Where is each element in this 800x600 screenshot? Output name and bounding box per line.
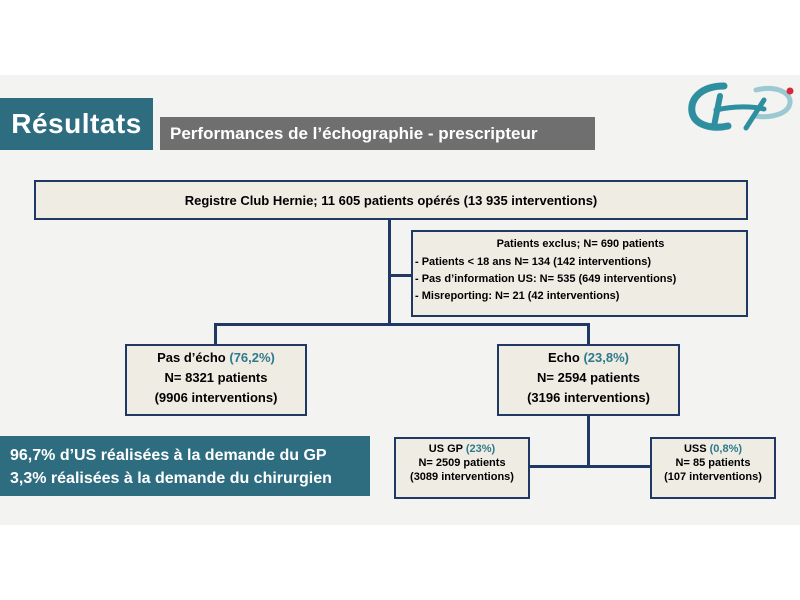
- echo-heading: Echo (23,8%): [499, 350, 678, 365]
- box-patients-exclus: Patients exclus; N= 690 patients - Patie…: [411, 230, 748, 317]
- uss-label: USS: [683, 443, 707, 455]
- connector-split-us: [530, 465, 650, 468]
- uss-heading: USS (0,8%): [652, 443, 774, 455]
- exclus-row: - Pas d’information US: N= 535 (649 inte…: [415, 273, 677, 285]
- connector-exclus-branch: [388, 274, 411, 277]
- registre-text: Registre Club Hernie; 11 605 patients op…: [184, 192, 598, 208]
- connector-pas-echo: [214, 323, 217, 344]
- connector-main-vertical: [388, 220, 391, 325]
- us-gp-pct: (23%): [465, 443, 496, 455]
- box-echo: Echo (23,8%) N= 2594 patients (3196 inte…: [497, 344, 680, 416]
- pas-echo-pct: (76,2%): [229, 350, 275, 365]
- box-pas-echo: Pas d’écho (76,2%) N= 8321 patients (990…: [125, 344, 307, 416]
- page-subtitle: Performances de l’échographie - prescrip…: [160, 117, 595, 150]
- echo-pct: (23,8%): [583, 350, 629, 365]
- box-uss: USS (0,8%) N= 85 patients (107 intervent…: [650, 437, 776, 499]
- callout-line-gp: 96,7% d’US réalisées à la demande du GP: [10, 447, 327, 464]
- connector-echo-down: [587, 416, 590, 467]
- us-gp-label: US GP: [428, 443, 463, 455]
- box-registre: Registre Club Hernie; 11 605 patients op…: [34, 180, 748, 220]
- connector-split-horizontal: [214, 323, 590, 326]
- exclus-row: - Misreporting: N= 21 (42 interventions): [415, 290, 620, 302]
- pas-echo-patients: N= 8321 patients: [164, 370, 268, 385]
- us-gp-interventions: (3089 interventions): [410, 471, 514, 483]
- callout-line-chirurgien: 3,3% réalisées à la demande du chirurgie…: [10, 470, 332, 487]
- uss-patients: N= 85 patients: [675, 457, 751, 469]
- exclus-row: - Patients < 18 ans N= 134 (142 interven…: [415, 256, 651, 268]
- summary-callout: 96,7% d’US réalisées à la demande du GP …: [0, 436, 370, 496]
- echo-label: Echo: [548, 350, 580, 365]
- echo-interventions: (3196 interventions): [527, 390, 650, 405]
- exclus-title: Patients exclus; N= 690 patients: [496, 238, 665, 250]
- pas-echo-heading: Pas d’écho (76,2%): [127, 350, 305, 365]
- ch-logo-icon: [688, 82, 794, 131]
- connector-echo: [587, 323, 590, 344]
- uss-pct: (0,8%): [709, 443, 743, 455]
- echo-patients: N= 2594 patients: [537, 370, 640, 385]
- pas-echo-label: Pas d’écho: [157, 350, 226, 365]
- pas-echo-interventions: (9906 interventions): [154, 390, 278, 405]
- us-gp-patients: N= 2509 patients: [418, 457, 506, 469]
- page-title: Résultats: [0, 98, 153, 150]
- us-gp-heading: US GP (23%): [396, 443, 528, 455]
- uss-interventions: (107 interventions): [664, 471, 762, 483]
- box-us-gp: US GP (23%) N= 2509 patients (3089 inter…: [394, 437, 530, 499]
